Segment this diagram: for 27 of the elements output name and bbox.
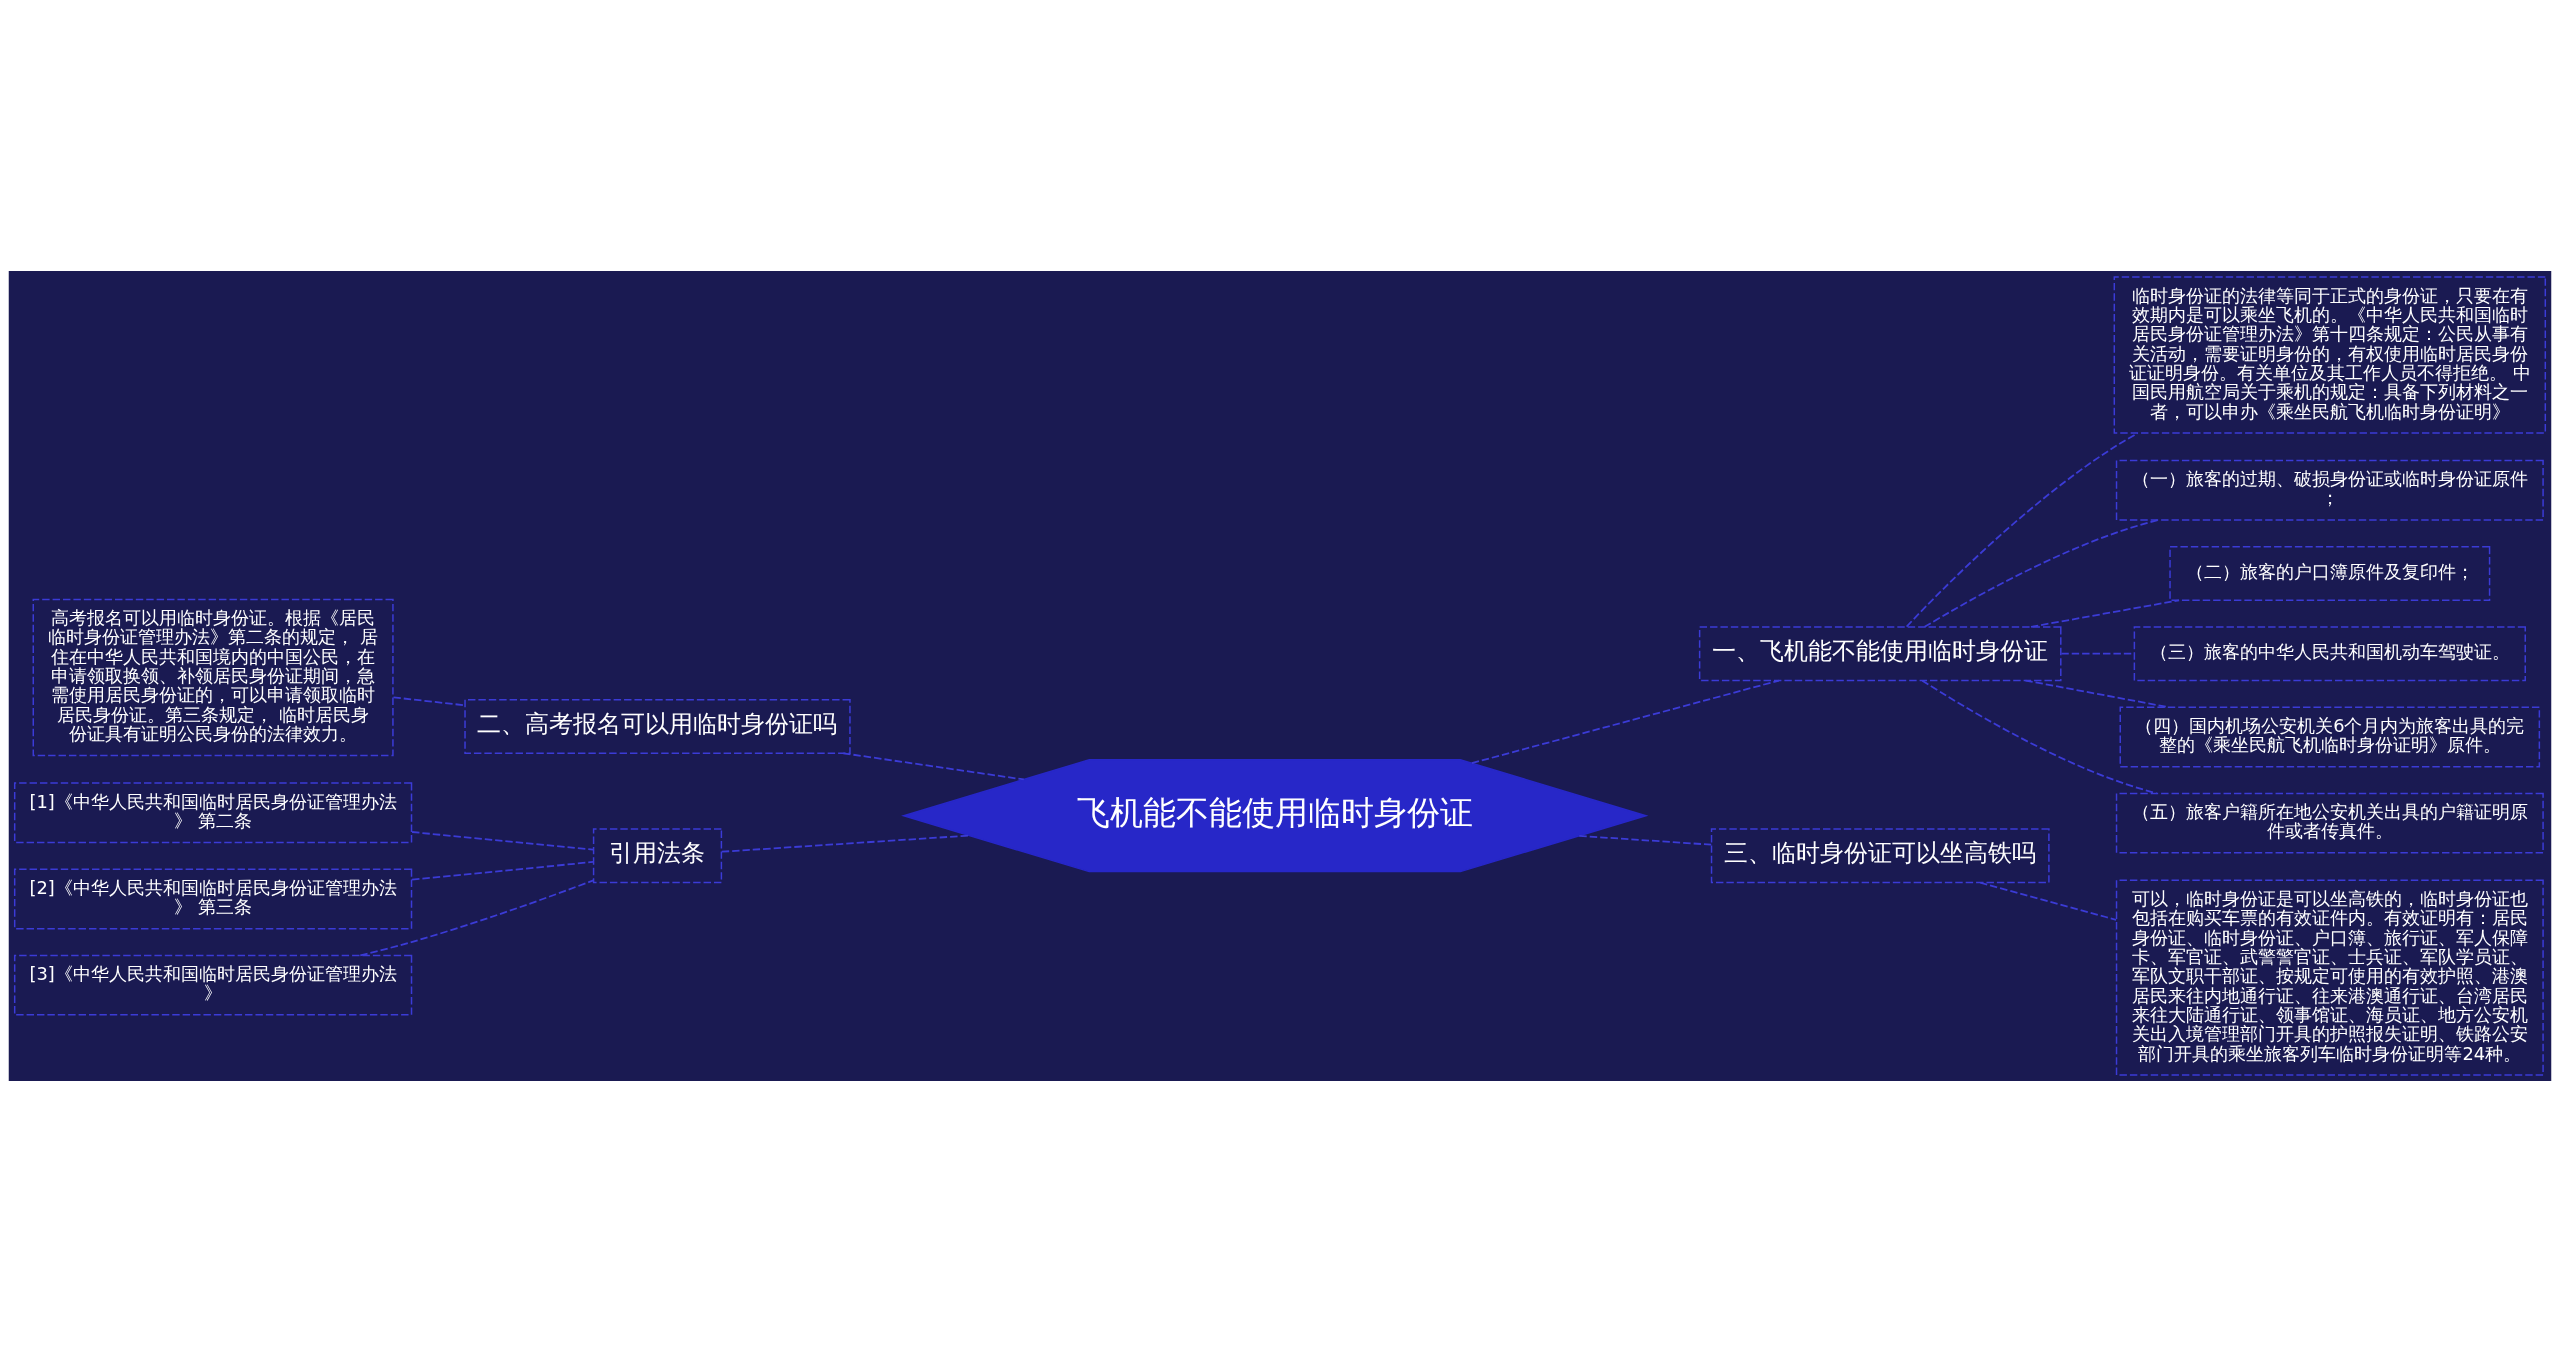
node-box: [2]《中华人民共和国临时居民身份证管理办法》 第三条 <box>13 868 413 930</box>
node-box: 三、临时身份证可以坐高铁吗 <box>1710 828 2050 884</box>
node-box: 临时身份证的法律等同于正式的身份证，只要在有效期内是可以乘坐飞机的。《中华人民共和国临时居民身份证管理办法》第十四条规定：公民从事有关活动，需要证明身份的，有权使用临时居民身份证证明身份。有关单位及其工作人员不得拒绝。 中国民用航空局关于乘机的规定：具备下列材料之一者，可以申办《乘坐民航飞机临时身份证明》 <box>2113 276 2547 434</box>
node-box: 可以，临时身份证是可以坐高铁的，临时身份证也包括在购买车票的有效证件内。有效证明有：居民身份证、临时身份证、户口簿、旅行证、军人保障卡、军官证、武警警官证、士兵证、军队学员证、军队文职干部证、按规定可使用的有效护照、港澳居民来往内地通行证、往来港澳通行证、台湾居民来往大陆通行证、领事馆证、海员证、地方公安机关出入境管理部门开具的护照报失证明、铁路公安部门开具的乘坐旅客列车临时身份证明等24种。 <box>2115 879 2544 1076</box>
connector <box>842 752 1025 781</box>
node-box: （三）旅客的中华人民共和国机动车驾驶证。 <box>2133 626 2526 682</box>
connector <box>411 831 595 851</box>
connector <box>2030 599 2180 628</box>
connector <box>1470 679 1780 764</box>
connector <box>1979 881 2117 921</box>
node-box: 一、飞机能不能使用临时身份证 <box>1698 626 2062 682</box>
node-box: （二）旅客的户口簿原件及复印件； <box>2169 545 2491 601</box>
connector <box>1905 432 2139 628</box>
connector <box>1923 519 2159 628</box>
connector <box>359 879 595 957</box>
connector <box>411 861 595 881</box>
node-box: [3]《中华人民共和国临时居民身份证管理办法》 <box>13 954 413 1016</box>
node-box: 高考报名可以用临时身份证。根据《居民临时身份证管理办法》第二条的规定， 居住在中华人民共和国境内的中国公民，在申请领取换领、补领居民身份证期间，急需使用居民身份证的，可以申请领取临时居民身份证。第三条规定， 临时居民身份证具有证明公民身份的法律效力。 <box>32 598 394 757</box>
node-box: 二、高考报名可以用临时身份证吗 <box>464 699 851 755</box>
node-box: [1]《中华人民共和国临时居民身份证管理办法》 第二条 <box>13 782 413 844</box>
node-box: 引用法条 <box>592 828 723 884</box>
node-box: （四）国内机场公安机关6个月内为旅客出具的完整的《乘坐民航飞机临时身份证明》原件。 <box>2119 706 2541 768</box>
connector <box>720 834 971 853</box>
node-box: （一）旅客的过期、破损身份证或临时身份证原件； <box>2115 459 2544 521</box>
node-box: （五）旅客户籍所在地公安机关出具的户籍证明原件或者传真件。 <box>2115 792 2544 854</box>
connector <box>1578 835 1713 846</box>
connector <box>392 696 466 707</box>
